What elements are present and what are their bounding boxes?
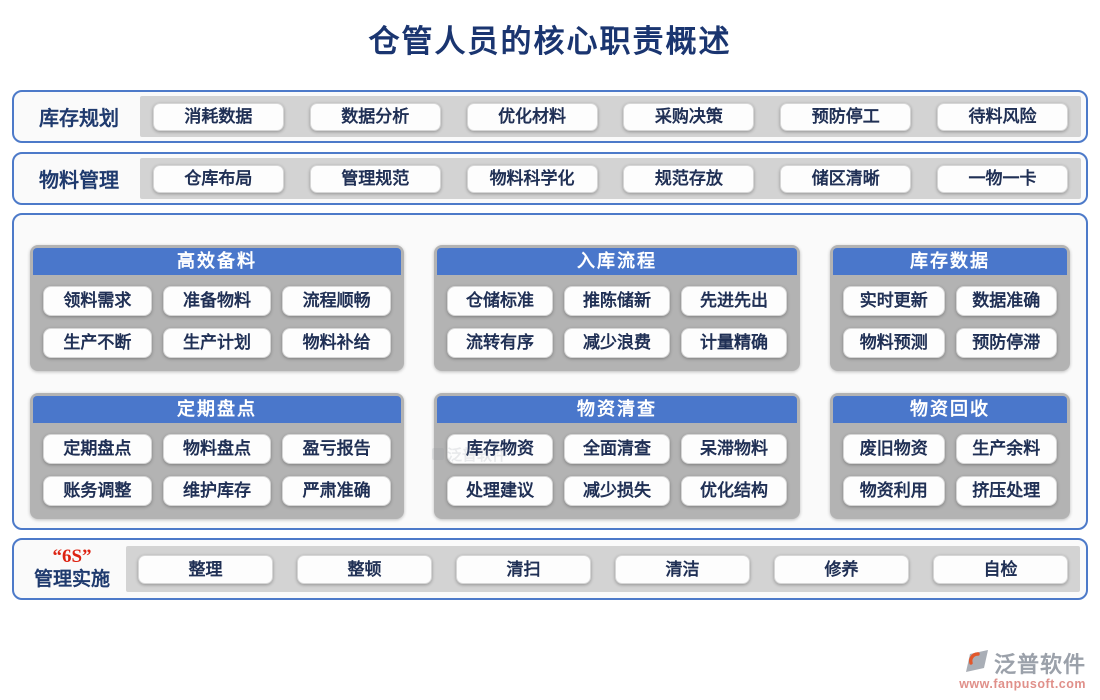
six-s-panel: “6S” 管理实施 整理 整顿 清扫 清洁 修养 自检 [12, 538, 1088, 600]
button-squeeze-handling[interactable]: 挤压处理 [955, 476, 1057, 506]
card-inventory-data-title: 库存数据 [833, 248, 1067, 275]
button-rotate-stock[interactable]: 推陈储新 [564, 286, 670, 316]
button-material-utilization[interactable]: 物资利用 [843, 476, 945, 506]
button-reduce-waste[interactable]: 减少浪费 [564, 328, 670, 358]
material-management-label: 物料管理 [39, 170, 119, 192]
card-efficient-preparation: 高效备料 领料需求 准备物料 流程顺畅 生产不断 生产计划 物料补给 [30, 245, 404, 371]
button-consumption-data[interactable]: 消耗数据 [152, 102, 284, 131]
inventory-planning-label: 库存规划 [39, 108, 119, 130]
button-orderly-flow[interactable]: 流转有序 [447, 328, 553, 358]
button-warehouse-layout[interactable]: 仓库布局 [152, 164, 284, 193]
button-seiton-straighten[interactable]: 整顿 [297, 554, 432, 584]
button-optimize-materials[interactable]: 优化材料 [466, 102, 598, 131]
button-prepare-materials[interactable]: 准备物料 [162, 286, 272, 316]
material-management-strip: 仓库布局 管理规范 物料科学化 规范存放 储区清晰 一物一卡 [140, 158, 1081, 199]
button-accurate-data[interactable]: 数据准确 [955, 286, 1057, 316]
button-maintain-inventory[interactable]: 维护库存 [162, 476, 272, 506]
card-materials-audit-title: 物资清查 [437, 396, 797, 423]
button-inventory-materials[interactable]: 库存物资 [447, 434, 553, 464]
button-prevent-stagnation[interactable]: 预防停滞 [955, 328, 1057, 358]
button-material-supply[interactable]: 物料补给 [282, 328, 391, 358]
card-efficient-preparation-title: 高效备料 [33, 248, 401, 275]
six-s-label-top: “6S” [52, 546, 92, 568]
button-accurate-measurement[interactable]: 计量精确 [681, 328, 787, 358]
button-handling-suggestion[interactable]: 处理建议 [447, 476, 553, 506]
button-storage-standard[interactable]: 仓储标准 [447, 286, 553, 316]
button-smooth-process[interactable]: 流程顺畅 [282, 286, 391, 316]
button-data-analysis[interactable]: 数据分析 [309, 102, 441, 131]
button-realtime-update[interactable]: 实时更新 [843, 286, 945, 316]
card-materials-audit: 物资清查 库存物资 全面清查 呆滞物料 处理建议 减少损失 优化结构 [434, 393, 800, 519]
button-scrap-materials[interactable]: 废旧物资 [843, 434, 945, 464]
inventory-planning-strip: 消耗数据 数据分析 优化材料 采购决策 预防停工 待料风险 [140, 96, 1081, 137]
button-dead-stock[interactable]: 呆滞物料 [681, 434, 787, 464]
button-prevent-downtime[interactable]: 预防停工 [780, 102, 912, 131]
six-s-label-bottom: 管理实施 [33, 569, 110, 590]
button-continuous-production[interactable]: 生产不断 [43, 328, 152, 358]
button-seiketsu-standardize[interactable]: 清洁 [615, 554, 750, 584]
fanpu-logo: 泛普软件 www.fanpusoft.com [959, 647, 1086, 691]
button-clear-storage-zones[interactable]: 储区清晰 [780, 164, 912, 193]
button-picking-demand[interactable]: 领料需求 [43, 286, 152, 316]
six-s-label: “6S” 管理实施 [20, 546, 124, 592]
button-account-adjustment[interactable]: 账务调整 [43, 476, 152, 506]
button-purchase-decision[interactable]: 采购决策 [623, 102, 755, 131]
button-material-forecast[interactable]: 物料预测 [843, 328, 945, 358]
button-material-count[interactable]: 物料盘点 [162, 434, 272, 464]
page-title: 仓管人员的核心职责概述 [368, 24, 732, 59]
inventory-planning-panel: 库存规划 消耗数据 数据分析 优化材料 采购决策 预防停工 待料风险 [12, 90, 1088, 143]
brand-name: 泛普软件 [993, 652, 1086, 677]
button-periodic-count[interactable]: 定期盘点 [43, 434, 152, 464]
button-full-audit[interactable]: 全面清查 [564, 434, 670, 464]
button-management-standard[interactable]: 管理规范 [309, 164, 441, 193]
button-material-scientific[interactable]: 物料科学化 [466, 164, 598, 193]
card-periodic-stocktake-title: 定期盘点 [33, 396, 401, 423]
brand-url: www.fanpusoft.com [959, 677, 1086, 691]
button-self-check[interactable]: 自检 [933, 554, 1068, 584]
button-strict-accuracy[interactable]: 严肃准确 [282, 476, 391, 506]
card-inbound-process: 入库流程 仓储标准 推陈储新 先进先出 流转有序 减少浪费 计量精确 [434, 245, 800, 371]
card-inventory-data: 库存数据 实时更新 数据准确 物料预测 预防停滞 [830, 245, 1070, 371]
fanpu-logo-icon [964, 649, 990, 677]
button-profit-loss-report[interactable]: 盈亏报告 [282, 434, 391, 464]
card-periodic-stocktake: 定期盘点 定期盘点 物料盘点 盈亏报告 账务调整 维护库存 严肃准确 [30, 393, 404, 519]
button-shitsuke-sustain[interactable]: 修养 [774, 554, 909, 584]
button-one-item-one-card[interactable]: 一物一卡 [937, 164, 1069, 193]
button-standard-storage[interactable]: 规范存放 [623, 164, 755, 193]
card-materials-recycling: 物资回收 废旧物资 生产余料 物资利用 挤压处理 [830, 393, 1070, 519]
button-production-plan[interactable]: 生产计划 [162, 328, 272, 358]
material-management-panel: 物料管理 仓库布局 管理规范 物料科学化 规范存放 储区清晰 一物一卡 [12, 152, 1088, 205]
button-material-wait-risk[interactable]: 待料风险 [937, 102, 1069, 131]
button-seiso-sweep[interactable]: 清扫 [456, 554, 591, 584]
six-s-strip: 整理 整顿 清扫 清洁 修养 自检 [126, 546, 1080, 592]
button-seiri-sort[interactable]: 整理 [138, 554, 273, 584]
card-inbound-process-title: 入库流程 [437, 248, 797, 275]
core-duties-panel: 高效备料 领料需求 准备物料 流程顺畅 生产不断 生产计划 物料补给 入库流程 … [12, 213, 1088, 530]
button-first-in-first-out[interactable]: 先进先出 [681, 286, 787, 316]
card-materials-recycling-title: 物资回收 [833, 396, 1067, 423]
button-production-surplus[interactable]: 生产余料 [955, 434, 1057, 464]
button-reduce-loss[interactable]: 减少损失 [564, 476, 670, 506]
button-optimize-structure[interactable]: 优化结构 [681, 476, 787, 506]
